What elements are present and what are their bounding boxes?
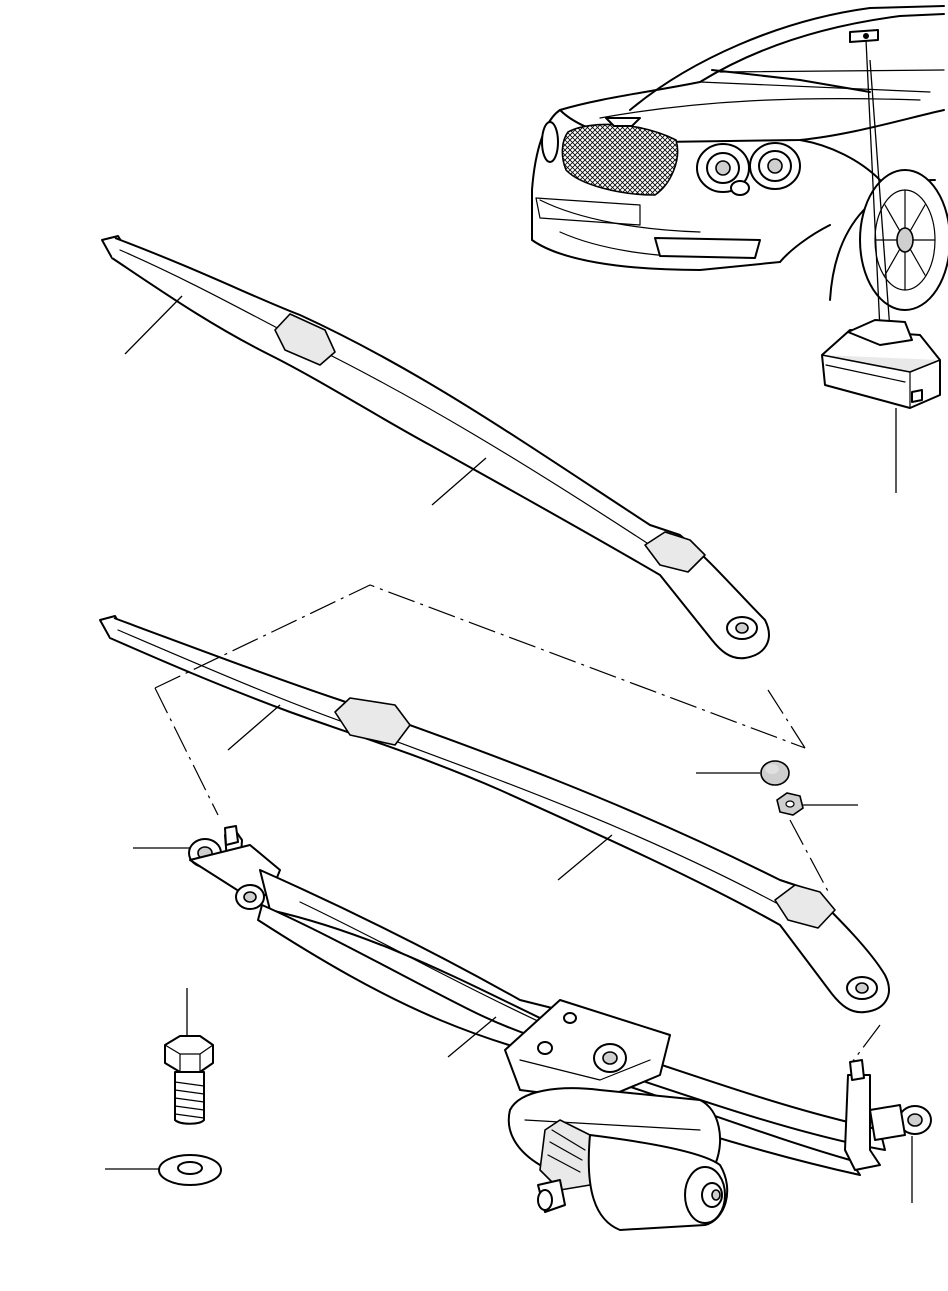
- spindle-cap: [696, 760, 790, 786]
- wiper-motor: [504, 999, 729, 1231]
- linkage-leader-b: [447, 1016, 497, 1058]
- arm-upper-leader-b: [431, 457, 487, 506]
- arm-upper-leader-a: [124, 295, 183, 355]
- assembly-lines: [154, 584, 881, 1066]
- arm-lower-leader-a: [227, 704, 281, 751]
- wiper-arm-upper: [101, 235, 770, 660]
- rain-sensor: [821, 319, 941, 493]
- wiper-arm-lower: [99, 615, 890, 1014]
- spindle-nut: [776, 792, 858, 816]
- hex-bolt: [164, 988, 214, 1125]
- arm-lower-leader-b: [557, 834, 613, 881]
- washer: [105, 1154, 222, 1186]
- car-view: [531, 5, 948, 331]
